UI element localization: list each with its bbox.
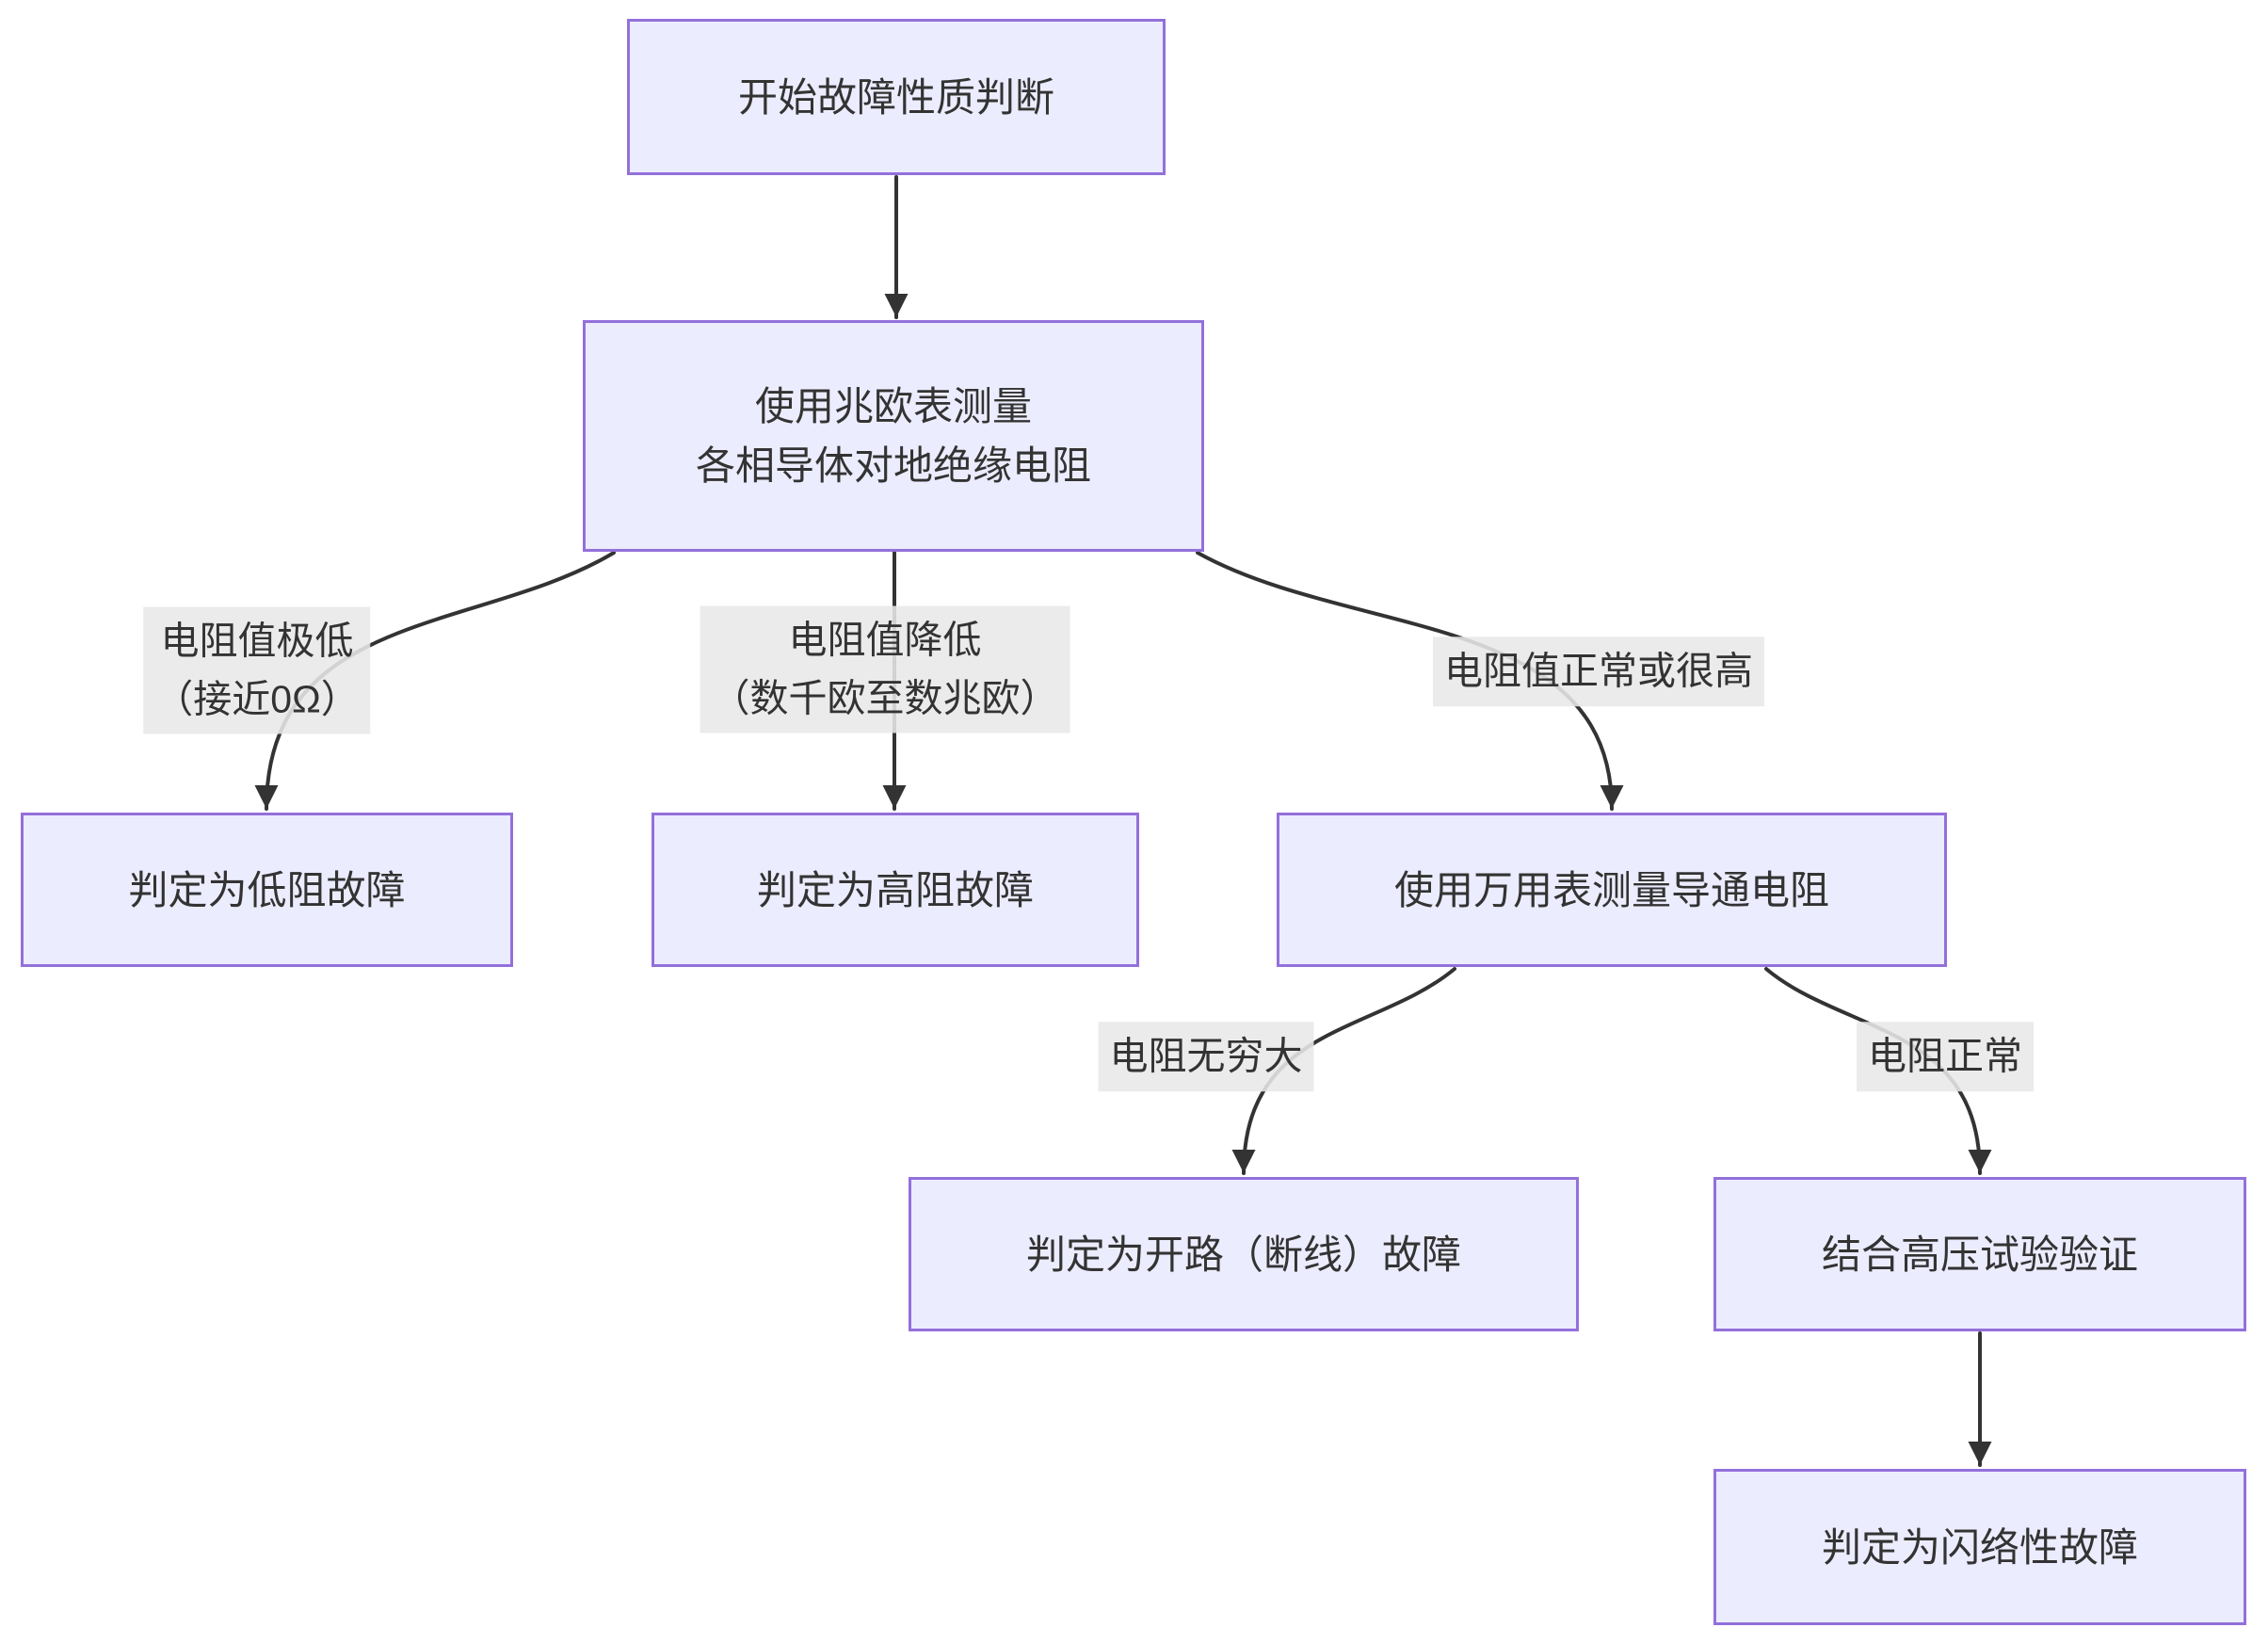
edge-label-line: 电阻正常 (1868, 1034, 2022, 1078)
node-megger-measure: 使用兆欧表测量 各相导体对地绝缘电阻 (583, 320, 1204, 552)
node-text-line: 结合高压试验验证 (1821, 1232, 2138, 1277)
edge-multimeter-to-open-fault (1231, 967, 1456, 1175)
node-text-line: 使用兆欧表测量 (754, 384, 1032, 428)
node-text-line: 各相导体对地绝缘电阻 (695, 443, 1091, 488)
node-flashover-fault: 判定为闪络性故障 (1713, 1469, 2246, 1625)
node-text-line: 判定为低阻故障 (128, 867, 406, 912)
edge-label-line: 电阻无穷大 (1109, 1034, 1303, 1078)
node-low-resistance-fault: 判定为低阻故障 (21, 813, 513, 967)
node-text-line: 判定为高阻故障 (756, 867, 1034, 912)
edge-label-line: （数千欧至数兆欧） (711, 676, 1059, 719)
node-start-fault-judgement: 开始故障性质判断 (627, 19, 1166, 175)
edge-megger-to-low-fault (254, 551, 616, 811)
edge-label-line: 电阻值极低 (160, 619, 354, 663)
edge-label-line: 电阻值降低 (788, 618, 982, 662)
node-text-line: 开始故障性质判断 (737, 74, 1054, 120)
edge-label-normal-resistance: 电阻正常 (1857, 1022, 2034, 1091)
edge-label-infinite-resistance: 电阻无穷大 (1098, 1022, 1314, 1091)
node-multimeter-measure: 使用万用表测量导通电阻 (1277, 813, 1947, 967)
edge-label-very-low-resistance: 电阻值极低 （接近0Ω） (143, 606, 371, 734)
edge-label-line: （接近0Ω） (154, 677, 360, 720)
node-hv-test-verify: 结合高压试验验证 (1713, 1177, 2246, 1331)
node-text-line: 判定为开路（断线）故障 (1025, 1232, 1461, 1277)
node-high-resistance-fault: 判定为高阻故障 (651, 813, 1139, 967)
node-text-line: 使用万用表测量导通电阻 (1393, 867, 1829, 912)
edge-label-reduced-resistance: 电阻值降低 （数千欧至数兆欧） (700, 605, 1070, 733)
node-text-line: 判定为闪络性故障 (1821, 1524, 2138, 1570)
edge-label-line: 电阻值正常或很高 (1444, 649, 1753, 693)
node-open-circuit-fault: 判定为开路（断线）故障 (909, 1177, 1579, 1331)
edge-label-normal-or-high-resistance: 电阻值正常或很高 (1433, 637, 1764, 706)
